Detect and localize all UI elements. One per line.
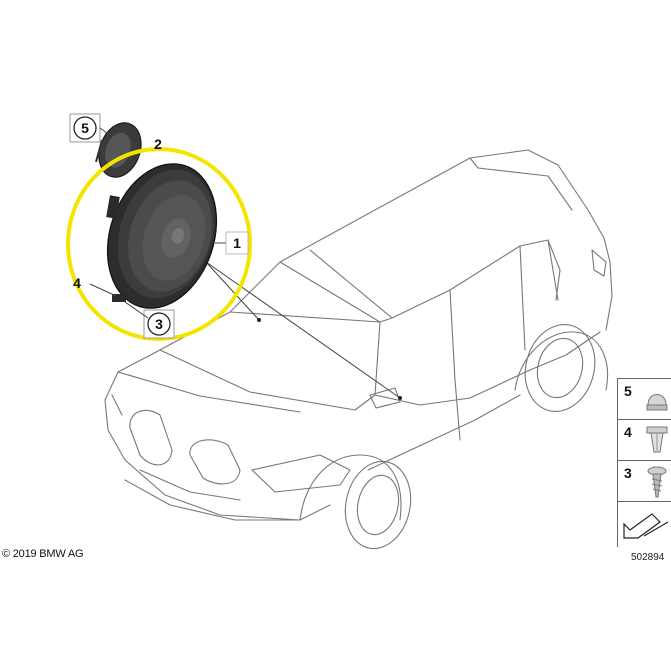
- leader-dot: [257, 318, 261, 322]
- callout-1-label: 1: [233, 235, 241, 251]
- highlight-circle: [66, 147, 252, 341]
- legend-number: 4: [624, 424, 632, 440]
- cap-nut-icon: [646, 394, 668, 411]
- legend-number: 5: [624, 383, 632, 399]
- callout-2-label: 2: [154, 136, 162, 152]
- leader-lines: [205, 242, 401, 399]
- legend-number: 3: [624, 465, 632, 481]
- speaker-part: [106, 163, 218, 309]
- callout-1: 1: [225, 231, 249, 255]
- legend-row-corner: [618, 502, 671, 546]
- callout-3-label: 3: [155, 316, 163, 332]
- tapping-screw-icon: [647, 466, 667, 498]
- fastener-legend: 5 4 3: [617, 378, 671, 547]
- callout-4-label: 4: [73, 275, 81, 291]
- leader-dot: [398, 396, 402, 400]
- arrow-icon: [623, 513, 669, 539]
- legend-row-4: 4: [618, 420, 671, 461]
- callout-2: 2: [154, 136, 162, 152]
- callout-5-label: 5: [81, 120, 89, 136]
- callout-5: 5: [69, 113, 111, 143]
- legend-row-5: 5: [618, 379, 671, 420]
- car-outline: [104, 149, 613, 550]
- callout-4: 4: [73, 275, 117, 297]
- diagram-id: 502894: [631, 552, 665, 563]
- copyright-text: © 2019 BMW AG: [2, 548, 84, 560]
- legend-row-3: 3: [618, 461, 671, 502]
- expanding-rivet-icon: [646, 426, 668, 453]
- callout-3: 3: [124, 301, 175, 339]
